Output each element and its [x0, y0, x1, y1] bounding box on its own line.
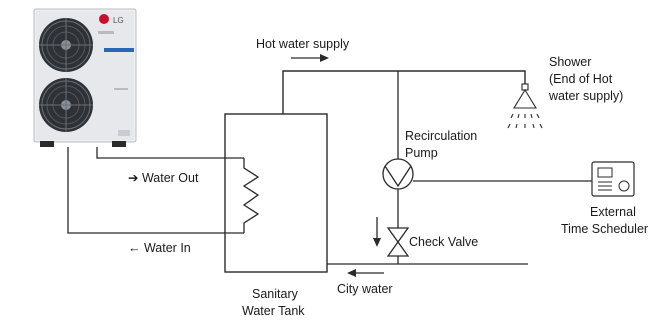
- outdoor-unit-icon: LG: [33, 8, 137, 147]
- flow-arrow-icon: [373, 217, 381, 247]
- shower-note-line2: water supply): [548, 89, 623, 103]
- shower-label: Shower: [549, 55, 591, 69]
- hot-water-supply-label: Hot water supply: [256, 37, 350, 51]
- city-water-label: City water: [337, 282, 393, 296]
- water-in-pipe: [67, 147, 244, 234]
- time-scheduler-label: Time Scheduler: [561, 222, 648, 236]
- heat-exchanger-coil: [242, 158, 260, 233]
- shower-head-icon: [507, 83, 543, 129]
- pump-icon: [382, 158, 414, 190]
- tank-label-line2: Water Tank: [242, 304, 305, 318]
- recirculation-label: Recirculation: [405, 129, 477, 143]
- flow-arrow-icon: [291, 54, 329, 62]
- scheduler-icon[interactable]: [591, 161, 635, 197]
- check-valve-icon: [386, 227, 410, 257]
- hot-water-supply-pipe: [282, 70, 526, 114]
- water-in-label: ← Water In: [128, 241, 191, 255]
- water-out-pipe: [96, 147, 244, 159]
- water-out-label: ➔ Water Out: [128, 171, 199, 185]
- brand-logo: LG: [113, 16, 124, 25]
- pump-label: Pump: [405, 146, 438, 160]
- sanitary-water-tank: [224, 113, 328, 273]
- flow-arrow-icon: [347, 269, 384, 277]
- tank-label-line1: Sanitary: [252, 287, 299, 301]
- check-valve-label: Check Valve: [409, 235, 478, 249]
- shower-note-line1: (End of Hot: [549, 72, 613, 86]
- external-label: External: [590, 205, 636, 219]
